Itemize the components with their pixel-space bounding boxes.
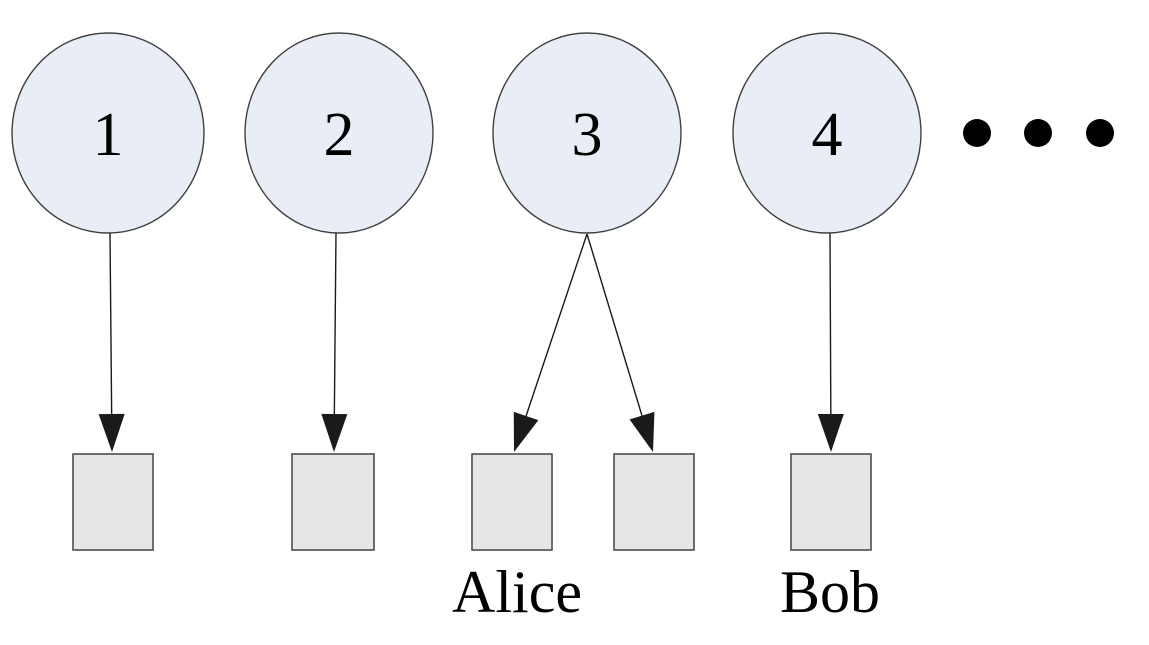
- client-square: [790, 453, 872, 551]
- circle-node-label: 1: [93, 101, 124, 169]
- circle-node: [244, 32, 434, 234]
- ellipsis-dot-icon: [1024, 119, 1052, 147]
- circle-node-label: 4: [812, 101, 843, 169]
- client-square: [613, 453, 695, 551]
- circle-node-label: 3: [572, 101, 603, 169]
- client-square: [291, 453, 375, 551]
- edge-line: [333, 232, 337, 415]
- client-name-label: Bob: [780, 559, 880, 625]
- client-square: [72, 453, 154, 551]
- edge-arrowhead-icon: [98, 413, 125, 452]
- edge-line: [829, 232, 832, 415]
- edge-arrowhead-icon: [817, 413, 844, 452]
- circle-node: [492, 32, 682, 234]
- client-name-label: Alice: [452, 559, 582, 625]
- edge-arrowhead-icon: [513, 411, 539, 452]
- edge-line: [586, 233, 643, 416]
- client-square: [471, 453, 553, 551]
- ellipsis-dot-icon: [963, 119, 991, 147]
- edge-line: [525, 233, 588, 417]
- edge-arrowhead-icon: [321, 413, 348, 452]
- circle-node-label: 2: [324, 101, 355, 169]
- edge-arrowhead-icon: [629, 411, 655, 452]
- edge-line: [109, 232, 113, 415]
- circle-node: [11, 32, 205, 234]
- circle-node: [732, 32, 922, 234]
- ellipsis-dot-icon: [1086, 119, 1114, 147]
